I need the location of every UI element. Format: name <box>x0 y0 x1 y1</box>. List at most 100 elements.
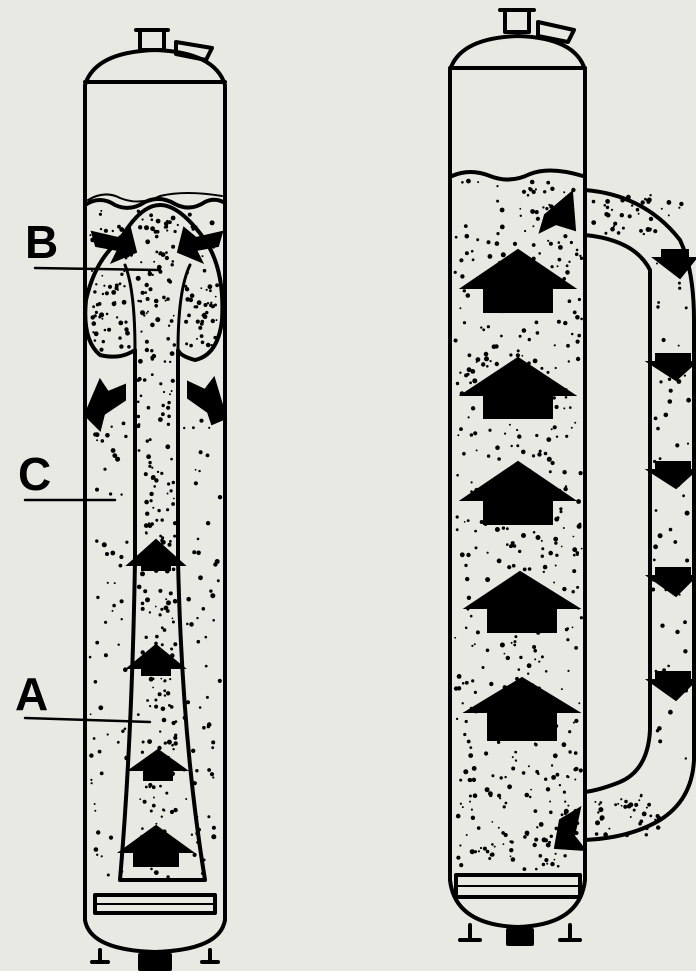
particle <box>527 194 530 197</box>
particle <box>491 843 494 846</box>
particle <box>651 588 655 592</box>
particle <box>459 307 461 309</box>
particle <box>669 389 673 393</box>
particle <box>171 379 175 383</box>
particle <box>138 377 142 381</box>
particle <box>539 822 544 827</box>
particle <box>567 670 569 672</box>
particle <box>121 618 123 620</box>
particle <box>152 687 154 689</box>
down-arrow <box>648 462 696 488</box>
particle <box>154 478 158 482</box>
particle <box>144 225 149 230</box>
particle <box>104 229 108 233</box>
particle <box>125 541 128 544</box>
particle <box>177 224 179 226</box>
particle <box>477 181 479 183</box>
particle <box>185 297 190 302</box>
particle <box>542 837 547 842</box>
particle <box>551 764 553 766</box>
particle <box>687 443 689 445</box>
particle <box>98 705 103 710</box>
particle <box>487 240 491 244</box>
particle <box>102 293 104 295</box>
particle <box>95 539 98 542</box>
particle <box>642 812 647 817</box>
particle <box>91 782 93 784</box>
particle <box>540 367 543 370</box>
particle <box>120 599 124 603</box>
particle <box>576 357 580 361</box>
particle <box>92 321 97 326</box>
particle <box>576 551 580 555</box>
particle <box>149 287 153 291</box>
particle <box>143 378 147 382</box>
particle <box>460 274 464 278</box>
particle <box>466 293 471 298</box>
particle <box>553 582 555 584</box>
particle <box>141 827 144 830</box>
particle <box>563 321 567 325</box>
particle <box>100 210 102 212</box>
particle <box>539 450 542 453</box>
particle <box>518 550 521 553</box>
particle <box>196 617 198 619</box>
particle <box>94 680 98 684</box>
label-a: A <box>15 668 48 720</box>
particle <box>163 680 165 682</box>
particle <box>141 607 145 611</box>
particle <box>157 471 159 473</box>
particle <box>574 422 576 424</box>
particle <box>541 655 544 658</box>
particle <box>104 621 107 624</box>
particle <box>212 776 214 778</box>
particle <box>490 853 494 857</box>
particle <box>653 559 656 562</box>
particle <box>543 190 546 193</box>
particle <box>146 439 149 442</box>
particle <box>673 540 677 544</box>
particle <box>668 399 673 404</box>
particle <box>456 515 459 518</box>
particle <box>152 804 156 808</box>
particle <box>189 770 192 773</box>
particle <box>507 565 511 569</box>
particle <box>124 327 128 331</box>
particle <box>598 807 603 812</box>
particle <box>500 643 505 648</box>
particle <box>127 345 131 349</box>
particle <box>657 301 660 304</box>
particle <box>202 607 206 611</box>
particle <box>511 642 513 644</box>
particle <box>120 853 122 855</box>
particle <box>619 834 621 836</box>
particle <box>164 606 169 611</box>
particle <box>555 367 557 369</box>
particle <box>111 290 116 295</box>
particle <box>546 181 550 185</box>
particle <box>683 649 687 653</box>
particle <box>604 212 608 216</box>
particle <box>580 318 583 321</box>
down-arrow <box>648 672 696 700</box>
particle <box>107 328 111 332</box>
particle <box>483 847 487 851</box>
particle <box>488 429 491 432</box>
particle <box>112 604 116 608</box>
particle <box>658 739 662 743</box>
particle <box>654 819 656 821</box>
particle <box>465 627 468 630</box>
particle <box>678 287 681 290</box>
particle <box>554 541 557 544</box>
particle <box>467 740 471 744</box>
particle <box>509 848 513 852</box>
particle <box>186 700 190 704</box>
particle <box>466 179 471 184</box>
particle <box>103 285 105 287</box>
particle <box>577 524 582 529</box>
particle <box>547 457 552 462</box>
particle <box>155 606 157 608</box>
particle <box>90 779 92 781</box>
particle <box>574 646 578 650</box>
particle <box>495 527 500 532</box>
